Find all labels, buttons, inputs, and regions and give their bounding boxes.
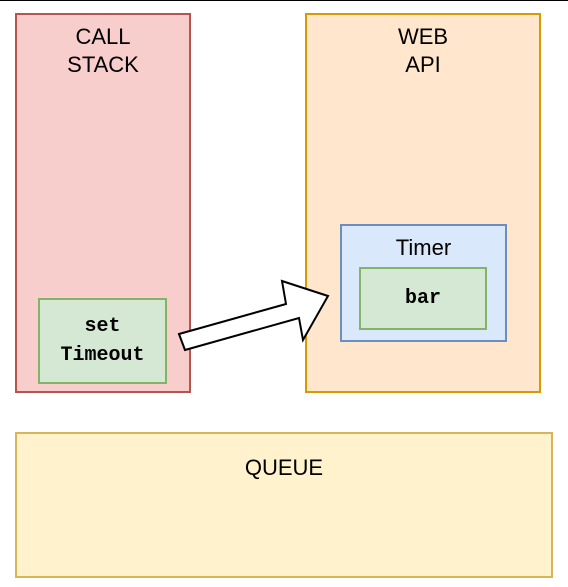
top-border-line	[0, 0, 568, 1]
set-timeout-line1: set	[84, 315, 121, 338]
set-timeout-frame: set Timeout	[38, 298, 167, 384]
bar-callback-label: bar	[404, 287, 441, 310]
call-stack-title-line1: CALL	[75, 24, 131, 49]
set-timeout-line2: Timeout	[60, 344, 145, 367]
web-api-title-line1: WEB	[397, 24, 449, 49]
queue-box: QUEUE	[15, 432, 553, 578]
queue-title: QUEUE	[244, 455, 324, 480]
arrow-shape	[177, 279, 330, 352]
call-stack-title: CALL STACK	[17, 23, 189, 79]
bar-callback-box: bar	[359, 267, 487, 330]
web-api-title-line2: API	[405, 52, 441, 77]
web-api-title: WEB API	[307, 23, 539, 79]
call-stack-title-line2: STACK	[67, 52, 139, 77]
timer-title: Timer	[395, 235, 452, 260]
